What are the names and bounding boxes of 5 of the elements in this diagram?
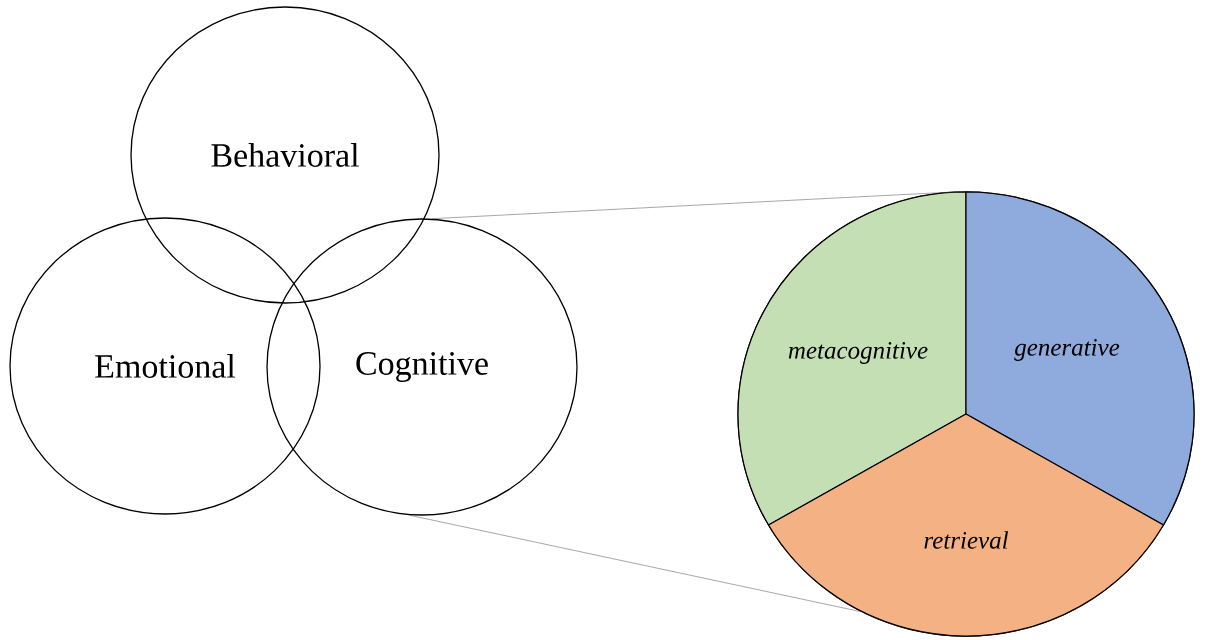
pie-slice: metacognitive: [737, 191, 967, 526]
pie-slice: generative: [965, 191, 1195, 526]
pie-slice: retrieval: [767, 413, 1165, 637]
zoom-line: [408, 514, 862, 612]
zoom-line: [432, 191, 967, 219]
